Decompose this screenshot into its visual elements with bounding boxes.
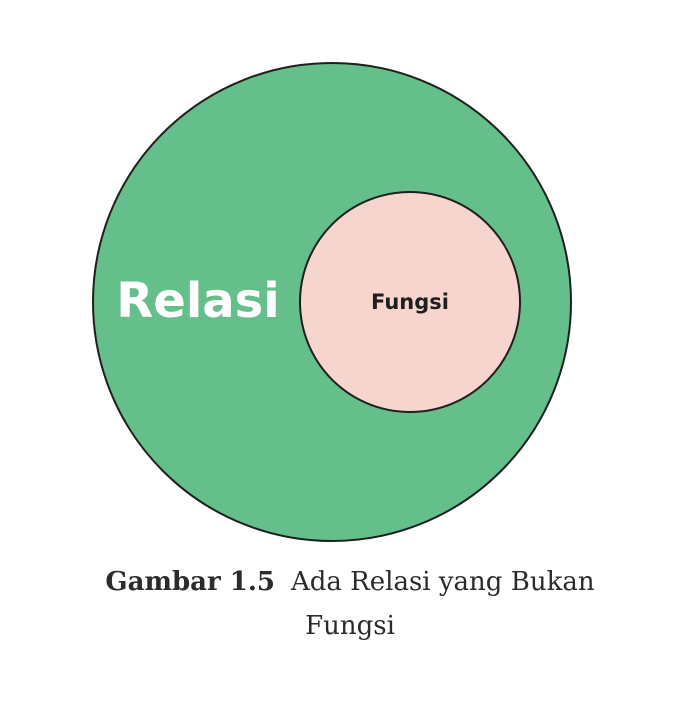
figure-caption: Gambar 1.5 Ada Relasi yang Bukan Fungsi [0, 560, 700, 648]
caption-text-line-1: Ada Relasi yang Bukan [290, 567, 595, 597]
caption-figure-label: Gambar 1.5 [105, 567, 275, 597]
caption-line-1: Gambar 1.5 Ada Relasi yang Bukan [0, 560, 700, 604]
relasi-set-label: Relasi [116, 273, 279, 329]
fungsi-subset-label: Fungsi [371, 290, 449, 314]
caption-line-2: Fungsi [305, 611, 395, 641]
venn-diagram: Relasi Fungsi [92, 62, 572, 542]
fungsi-subset-circle [299, 191, 521, 413]
